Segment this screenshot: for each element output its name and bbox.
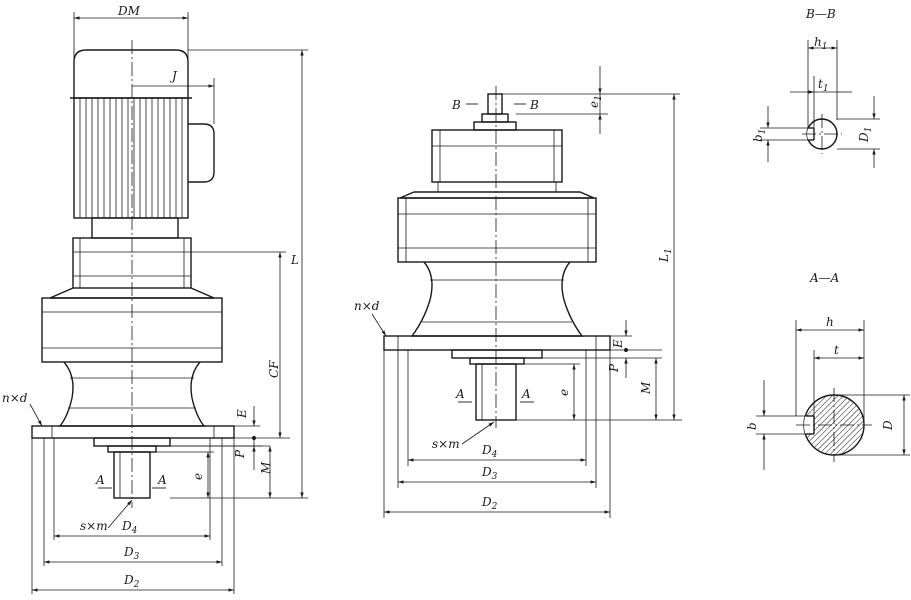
label-M: M — [259, 461, 273, 475]
section-a-a: A—A h t b D — [745, 271, 910, 470]
left-view-labels: DM J L CF E P M e n×d A A s×m D4 D3 D2 — [2, 4, 299, 590]
label-P: P — [233, 449, 247, 459]
label-D3: D3 — [123, 545, 140, 562]
label-D1: D1 — [857, 127, 874, 143]
label-A-middle-right: A — [521, 387, 531, 401]
section-b-b: B—B h1 t1 b1 D1 — [751, 7, 880, 168]
motor-fins — [79, 98, 183, 218]
label-t: t — [834, 343, 839, 357]
label-E-middle: E — [611, 339, 625, 349]
left-view-dimensions — [29, 12, 308, 594]
label-J: J — [169, 69, 178, 83]
label-A-right: A — [157, 473, 167, 487]
label-D4: D4 — [121, 519, 138, 536]
middle-view-dimensions — [371, 66, 682, 518]
label-b: b — [745, 422, 759, 430]
label-D: D — [881, 420, 895, 431]
label-e: e — [191, 473, 205, 480]
label-M-middle: M — [639, 381, 653, 395]
label-L1: L1 — [657, 248, 674, 263]
label-D4-middle: D4 — [481, 443, 498, 460]
label-CF: CF — [267, 360, 281, 378]
label-h1: h1 — [814, 35, 827, 52]
section-aa-title: A—A — [809, 271, 840, 285]
label-sxm: s×m — [80, 519, 108, 533]
label-e1: e1 — [587, 95, 604, 108]
label-DM: DM — [117, 4, 141, 18]
label-L: L — [290, 253, 299, 267]
label-b1: b1 — [751, 129, 768, 142]
label-sxm-middle: s×m — [432, 437, 460, 451]
label-nxd: n×d — [2, 391, 28, 405]
label-B-right: B — [529, 98, 539, 112]
label-B-left: B — [451, 98, 461, 112]
label-e-middle: e — [557, 389, 571, 396]
label-t1: t1 — [818, 77, 829, 94]
label-P-middle: P — [607, 363, 621, 373]
section-bb-title: B—B — [805, 7, 836, 21]
label-D2-middle: D2 — [481, 495, 498, 512]
middle-view-labels: B B e1 L1 n×d E P M e A A s×m D4 D3 D2 — [354, 95, 674, 512]
left-view-gearmotor — [31, 40, 235, 508]
label-h: h — [826, 315, 834, 329]
label-D3-middle: D3 — [481, 465, 498, 482]
label-A-middle-left: A — [455, 387, 465, 401]
label-D2: D2 — [123, 573, 140, 590]
label-A-left: A — [95, 473, 105, 487]
label-E: E — [235, 409, 249, 419]
middle-view-reducer — [383, 86, 611, 428]
label-nxd-middle: n×d — [354, 299, 380, 313]
